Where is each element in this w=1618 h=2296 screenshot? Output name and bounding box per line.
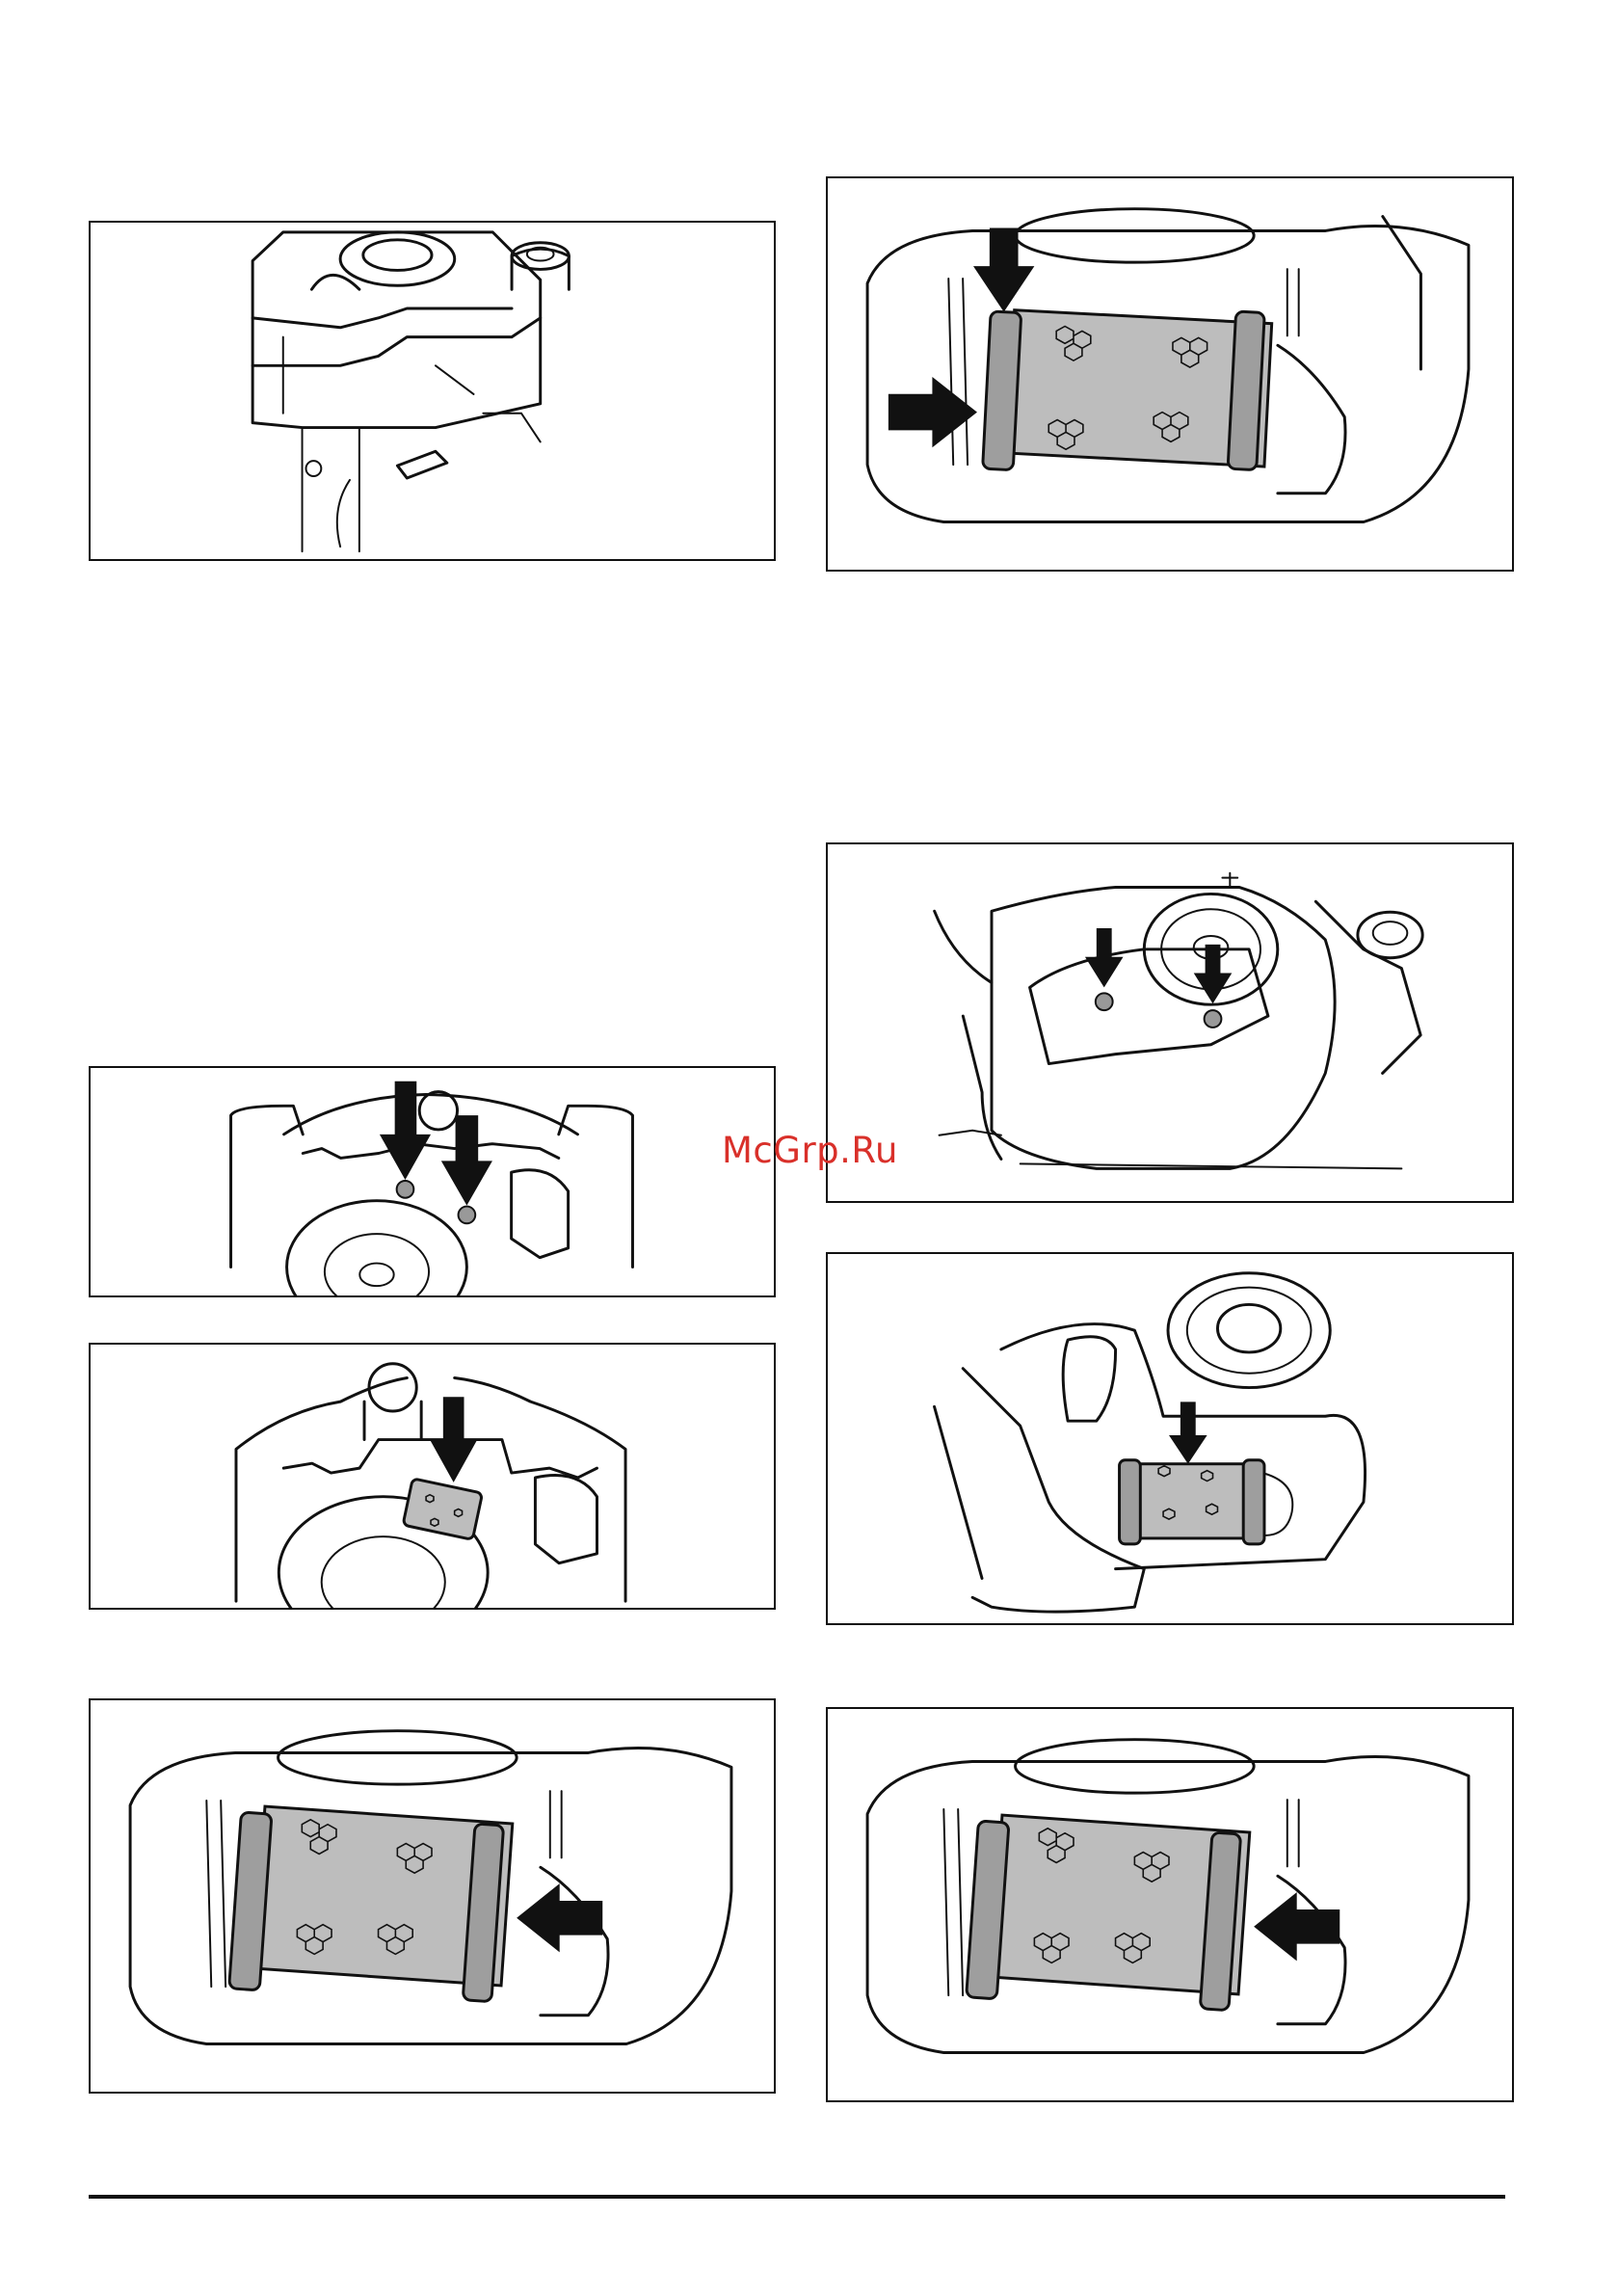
cover-screws-illustration: [828, 844, 1512, 1201]
engine-illustration: [91, 223, 774, 559]
figure-pre-filter-cover: [89, 1343, 776, 1610]
pre-filter-illustration: [91, 1345, 774, 1608]
down-arrow-icon: [1085, 928, 1124, 987]
filter-remove-illustration: [828, 1254, 1512, 1623]
figure-engine-overview: [89, 221, 776, 561]
left-arrow-icon: [1254, 1892, 1339, 1961]
footer-rule: [89, 2195, 1505, 2199]
air-filter-illustration: [91, 1700, 774, 2092]
right-arrow-icon: [889, 377, 977, 447]
down-arrow-icon: [441, 1115, 492, 1205]
watermark: McGrp.Ru: [722, 1130, 898, 1171]
figure-filter-pressed-in-right-a: [89, 1698, 776, 2094]
figure-filter-pressed-in-right-b: [826, 1707, 1514, 2102]
figure-cover-screws-front: [89, 1066, 776, 1297]
cover-front-illustration: [91, 1068, 774, 1295]
down-arrow-icon: [1169, 1402, 1207, 1463]
down-arrow-icon: [973, 227, 1034, 311]
air-filter-illustration: [828, 1709, 1512, 2100]
left-arrow-icon: [517, 1883, 602, 1952]
figure-filter-pressed-in-left: [826, 176, 1514, 572]
figure-filter-remove: [826, 1252, 1514, 1625]
air-filter-illustration: [828, 178, 1512, 570]
figure-cover-screws: [826, 842, 1514, 1203]
